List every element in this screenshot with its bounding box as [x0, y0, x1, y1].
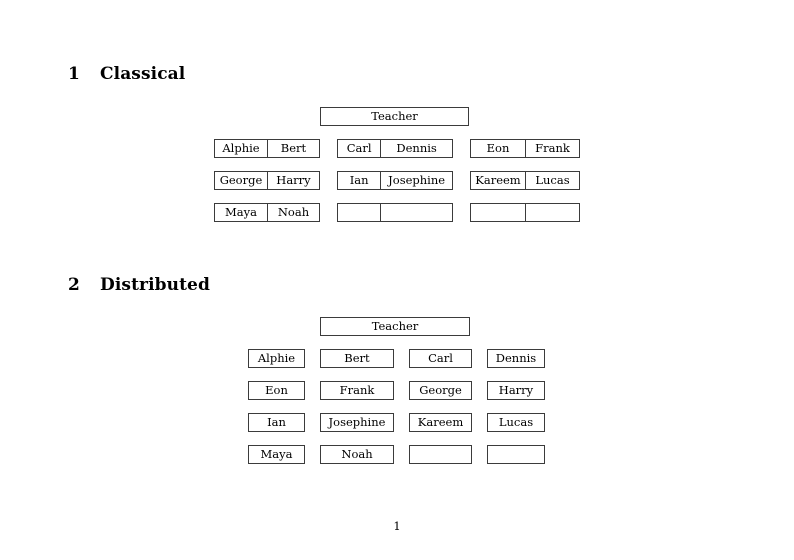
section-number: 2 [68, 275, 80, 295]
student-box: Ian [248, 413, 305, 432]
student-box-empty [409, 445, 472, 464]
section-title: Distributed [100, 275, 210, 295]
pair-box-classical-middle-row3 [337, 203, 453, 222]
student-box: Josephine [320, 413, 394, 432]
cell-student-empty [471, 204, 525, 221]
cell-student: Carl [346, 141, 372, 155]
cell-student: Alphie [222, 141, 260, 155]
student-box: George [409, 381, 472, 400]
cell-student-empty [338, 204, 380, 221]
pair-box-classical-right-row2: Kareem Lucas [470, 171, 580, 190]
student-box: Frank [320, 381, 394, 400]
pair-box-classical-right-row1: Eon Frank [470, 139, 580, 158]
student-box: Bert [320, 349, 394, 368]
teacher-box-classical: Teacher [320, 107, 469, 126]
section-heading-classical: 1 Classical [68, 64, 185, 84]
cell-student: Harry [266, 172, 319, 189]
pair-box-classical-right-row3 [470, 203, 580, 222]
student-box: Alphie [248, 349, 305, 368]
section-heading-distributed: 2 Distributed [68, 275, 210, 295]
student-box: Harry [487, 381, 545, 400]
section-number: 1 [68, 64, 80, 84]
cell-student: Maya [225, 205, 257, 219]
student-box: Eon [248, 381, 305, 400]
student-box: Dennis [487, 349, 545, 368]
student-box-empty [487, 445, 545, 464]
cell-student: Lucas [524, 172, 579, 189]
pair-box-classical-middle-row1: Carl Dennis [337, 139, 453, 158]
cell-student: Kareem [475, 173, 521, 187]
student-box: Lucas [487, 413, 545, 432]
page-number: 1 [393, 519, 401, 533]
section-title: Classical [100, 64, 186, 84]
pair-box-classical-middle-row2: Ian Josephine [337, 171, 453, 190]
cell-student: Dennis [380, 140, 452, 157]
cell-student: Eon [486, 141, 510, 155]
cell-student: Bert [266, 140, 319, 157]
cell-student: Frank [524, 140, 579, 157]
student-box: Carl [409, 349, 472, 368]
student-box: Maya [248, 445, 305, 464]
cell-student: George [219, 173, 263, 187]
cell-student: Josephine [380, 172, 452, 189]
cell-student-empty [524, 204, 579, 221]
pair-box-classical-left-row2: George Harry [214, 171, 320, 190]
student-box: Kareem [409, 413, 472, 432]
cell-student: Noah [266, 204, 319, 221]
pair-box-classical-left-row3: Maya Noah [214, 203, 320, 222]
pair-box-classical-left-row1: Alphie Bert [214, 139, 320, 158]
student-box: Noah [320, 445, 394, 464]
teacher-box-distributed: Teacher [320, 317, 470, 336]
cell-student-empty [380, 204, 452, 221]
cell-student: Ian [349, 173, 369, 187]
